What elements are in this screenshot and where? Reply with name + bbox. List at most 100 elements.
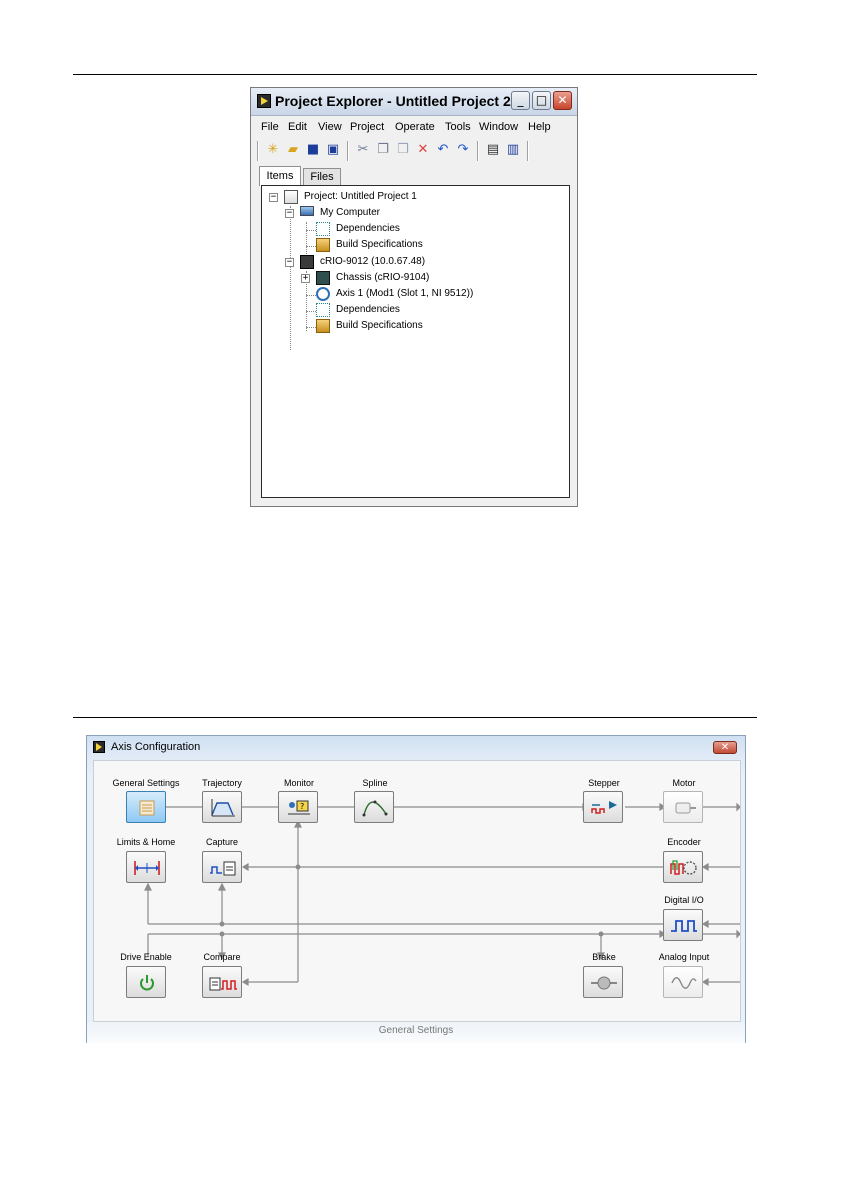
spline-button[interactable] bbox=[354, 791, 394, 823]
menu-tools[interactable]: Tools bbox=[445, 121, 471, 133]
tree-guide bbox=[306, 295, 316, 296]
window-title: Project Explorer - Untitled Project 2 * bbox=[275, 93, 521, 109]
settings-page-icon bbox=[139, 800, 155, 816]
capture-icon bbox=[210, 861, 236, 876]
open-folder-icon[interactable]: ▰ bbox=[288, 142, 298, 157]
toolbar-separator bbox=[347, 141, 349, 161]
collapse-toggle[interactable]: − bbox=[285, 257, 294, 267]
encoder-label: Encoder bbox=[667, 837, 701, 847]
motor-icon bbox=[675, 802, 696, 814]
chassis-icon bbox=[316, 271, 330, 285]
trajectory-button[interactable] bbox=[202, 791, 242, 823]
monitor-button[interactable]: ? bbox=[278, 791, 318, 823]
stepper-icon bbox=[591, 801, 617, 814]
menu-help[interactable]: Help bbox=[528, 121, 551, 133]
tree-guide bbox=[290, 206, 291, 350]
tab-items[interactable]: Items bbox=[259, 166, 301, 186]
encoder-button[interactable] bbox=[663, 851, 703, 883]
computer-icon bbox=[300, 206, 314, 216]
trajectory-profile-icon bbox=[211, 799, 235, 817]
trajectory-label: Trajectory bbox=[202, 778, 242, 788]
delete-icon[interactable]: ✕ bbox=[417, 142, 429, 157]
spline-curve-icon bbox=[362, 800, 388, 817]
save-all-icon[interactable]: ▣ bbox=[326, 142, 340, 157]
menu-edit[interactable]: Edit bbox=[288, 121, 307, 133]
digital-signal-icon bbox=[671, 920, 697, 932]
stepper-button[interactable] bbox=[583, 791, 623, 823]
undo-icon[interactable]: ↶ bbox=[437, 142, 449, 157]
settings-panel-title: General Settings bbox=[378, 1025, 454, 1036]
tree-guide bbox=[306, 222, 307, 266]
menu-file[interactable]: File bbox=[261, 121, 279, 133]
compare-icon bbox=[209, 977, 237, 991]
drive-enable-button[interactable] bbox=[126, 966, 166, 998]
maximize-button[interactable]: □ bbox=[532, 91, 551, 110]
monitor-label: Monitor bbox=[283, 778, 314, 788]
stepper-label: Stepper bbox=[588, 778, 620, 788]
capture-button[interactable] bbox=[202, 851, 242, 883]
brake-label: Brake bbox=[592, 952, 616, 962]
axis-icon bbox=[316, 287, 330, 301]
dependencies-icon bbox=[316, 222, 330, 236]
toolbar-separator bbox=[477, 141, 479, 161]
axis-configuration-window: Axis Configuration ✕ bbox=[86, 735, 746, 1043]
general-settings-label: General Settings bbox=[112, 778, 180, 788]
settings-panel-header: General Settings bbox=[87, 1022, 745, 1043]
labview-app-icon bbox=[257, 94, 271, 108]
brake-button[interactable] bbox=[583, 966, 623, 998]
middle-rule bbox=[73, 717, 757, 718]
collapse-toggle[interactable]: − bbox=[269, 192, 278, 202]
analog-wave-icon bbox=[671, 977, 697, 989]
minimize-button[interactable]: _ bbox=[511, 91, 530, 110]
limits-home-label: Limits & Home bbox=[116, 837, 176, 847]
deploy-icon[interactable]: ▥ bbox=[506, 142, 520, 157]
project-build-icon[interactable]: ▤ bbox=[486, 142, 500, 157]
general-settings-button[interactable] bbox=[126, 791, 166, 823]
redo-icon[interactable]: ↷ bbox=[457, 142, 469, 157]
toolbar-separator bbox=[527, 141, 529, 161]
dependencies-icon bbox=[316, 303, 330, 317]
close-button[interactable]: ✕ bbox=[553, 91, 572, 110]
build-specifications-icon bbox=[316, 238, 330, 252]
compare-label: Compare bbox=[203, 952, 241, 962]
tab-files[interactable]: Files bbox=[303, 168, 341, 186]
labview-app-icon bbox=[93, 741, 105, 753]
motor-button[interactable] bbox=[663, 791, 703, 823]
axis-window-frame: Axis Configuration ✕ bbox=[86, 735, 746, 1043]
project-tree: − Project: Untitled Project 1 − My Compu… bbox=[261, 185, 570, 498]
monitor-icon: ? bbox=[288, 800, 310, 815]
cut-icon[interactable]: ✂ bbox=[357, 142, 369, 157]
tree-guide bbox=[306, 327, 316, 328]
close-button[interactable]: ✕ bbox=[713, 741, 737, 754]
motor-label: Motor bbox=[672, 778, 696, 788]
new-icon[interactable]: ✳ bbox=[267, 142, 279, 157]
menu-window[interactable]: Window bbox=[479, 121, 519, 133]
tree-guide bbox=[306, 271, 307, 331]
analog-input-button[interactable] bbox=[663, 966, 703, 998]
paste-icon[interactable]: ❒ bbox=[397, 142, 409, 157]
title-bar[interactable]: Project Explorer - Untitled Project 2 * … bbox=[251, 88, 577, 116]
capture-label: Capture bbox=[205, 837, 239, 847]
menu-operate[interactable]: Operate bbox=[395, 121, 435, 133]
build-specifications-icon bbox=[316, 319, 330, 333]
toolbar: ✳ ▰ ■ ▣ ✂ ❐ ❒ ✕ ↶ ↷ ▤ ▥ bbox=[255, 138, 575, 164]
compare-button[interactable] bbox=[202, 966, 242, 998]
copy-icon[interactable]: ❐ bbox=[377, 142, 389, 157]
project-explorer-window: Project Explorer - Untitled Project 2 * … bbox=[250, 87, 578, 507]
expand-toggle[interactable]: + bbox=[301, 273, 310, 283]
power-icon bbox=[140, 975, 154, 991]
brake-icon bbox=[591, 976, 617, 990]
menu-project[interactable]: Project bbox=[350, 121, 385, 133]
svg-text:?: ? bbox=[300, 802, 304, 811]
limits-home-button[interactable] bbox=[126, 851, 166, 883]
menu-view[interactable]: View bbox=[318, 121, 342, 133]
analog-input-label: Analog Input bbox=[658, 952, 710, 962]
toolbar-grip bbox=[257, 141, 259, 161]
collapse-toggle[interactable]: − bbox=[285, 208, 294, 218]
spline-label: Spline bbox=[362, 778, 388, 788]
encoder-icon bbox=[670, 860, 697, 875]
save-icon[interactable]: ■ bbox=[306, 142, 320, 157]
digital-io-button[interactable] bbox=[663, 909, 703, 941]
tree-guide bbox=[306, 311, 316, 312]
top-rule bbox=[73, 74, 757, 75]
